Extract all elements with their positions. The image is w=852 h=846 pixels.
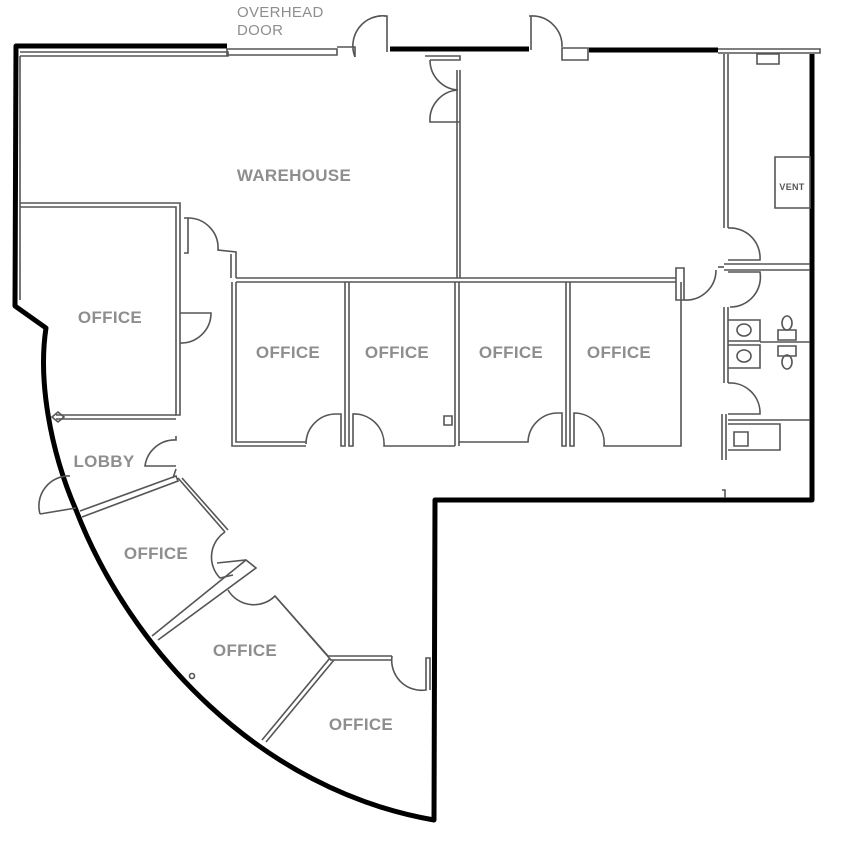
- exterior-walls: [12, 43, 815, 823]
- room-label-lobby: LOBBY: [73, 452, 135, 471]
- room-label-office-row-4: OFFICE: [586, 343, 652, 362]
- room-label-office-west: OFFICE: [77, 308, 143, 327]
- room-label-office-curve-3: OFFICE: [328, 715, 394, 734]
- room-label-office-row-1: OFFICE: [255, 343, 321, 362]
- room-label-office-row-2: OFFICE: [364, 343, 430, 362]
- room-label-office-curve-2: OFFICE: [212, 641, 278, 660]
- room-label-office-curve-1: OFFICE: [123, 544, 189, 563]
- interior-walls: [19, 15, 821, 743]
- overhead-door-label-line2: DOOR: [237, 22, 284, 39]
- room-label-office-row-3: OFFICE: [478, 343, 544, 362]
- room-label-warehouse: WAREHOUSE: [236, 166, 352, 185]
- overhead-door-label: OVERHEAD DOOR: [237, 4, 324, 40]
- vent-label: VENT: [779, 182, 805, 192]
- overhead-door-label-line1: OVERHEAD: [237, 4, 324, 21]
